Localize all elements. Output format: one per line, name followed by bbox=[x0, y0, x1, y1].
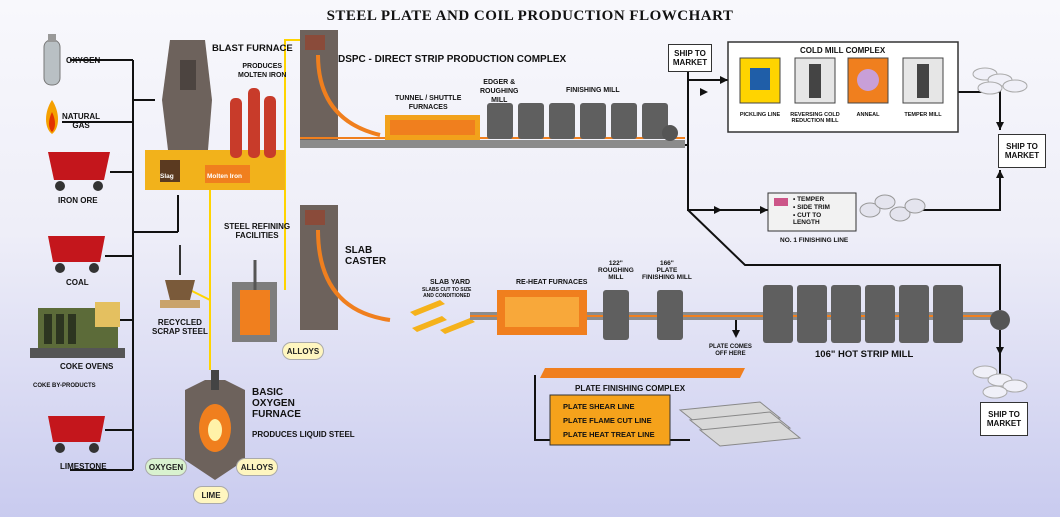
blast-furnace-title: BLAST FURNACE bbox=[212, 43, 293, 54]
scrap-crane bbox=[160, 245, 200, 308]
coke-ovens-label: COKE OVENS bbox=[60, 362, 114, 371]
anneal-label: ANNEAL bbox=[856, 112, 880, 118]
to-finishing-line bbox=[687, 145, 768, 211]
dspc-coiler bbox=[662, 125, 678, 141]
finishing-line-coils bbox=[859, 194, 926, 222]
bof-subtitle: PRODUCES LIQUID STEEL bbox=[252, 430, 355, 439]
limestone-label: LIMESTONE bbox=[60, 462, 107, 471]
ship-to-market-bottom: SHIP TO MARKET bbox=[980, 402, 1028, 436]
plate-comes-off-label: PLATE COMES OFF HERE bbox=[709, 344, 752, 357]
coal-railcar bbox=[48, 236, 105, 273]
roughing-122-label: 122" ROUGHING MILL bbox=[598, 260, 634, 281]
reheat-furnaces-label: RE-HEAT FURNACES bbox=[516, 279, 588, 286]
slab-yard-slabs bbox=[410, 300, 475, 334]
bof-oxygen-pill: OXYGEN bbox=[145, 458, 187, 476]
plate-finishing-166-label: 166" PLATE FINISHING MILL bbox=[642, 260, 692, 281]
finishing-cut-length: • CUT TO LENGTH bbox=[793, 212, 822, 226]
reheat-furnaces bbox=[497, 290, 587, 335]
dspc-to-cold-mill bbox=[687, 79, 728, 145]
scrap-label: RECYCLED SCRAP STEEL bbox=[152, 318, 208, 336]
hot-strip-mill-stands bbox=[763, 285, 963, 343]
finishing-line-icon bbox=[774, 198, 788, 206]
plate-stack bbox=[678, 401, 802, 447]
coke-byproducts-label: COKE BY-PRODUCTS bbox=[33, 383, 96, 389]
natural-gas-flame bbox=[46, 100, 58, 134]
bof-alloys-pill: ALLOYS bbox=[236, 458, 278, 476]
natural-gas-label: NATURAL GAS bbox=[62, 112, 101, 130]
edger-roughing-label: EDGER & ROUGHING MILL bbox=[480, 79, 519, 104]
finishing-side-trim: • SIDE TRIM bbox=[793, 204, 830, 211]
iron-ore-railcar bbox=[48, 152, 110, 191]
iron-ore-label: IRON ORE bbox=[58, 196, 98, 205]
blast-furnace-subtitle: PRODUCES MOLTEN IRON bbox=[238, 63, 287, 79]
scrap-feed bbox=[189, 289, 211, 301]
roughing-mill-stand bbox=[603, 290, 629, 340]
basic-oxygen-furnace bbox=[185, 370, 245, 480]
tunnel-furnaces-label: TUNNEL / SHUTTLE FURNACES bbox=[395, 95, 462, 111]
plate-heat-treat-line: PLATE HEAT TREAT LINE bbox=[563, 430, 655, 439]
finishing-temper: • TEMPER bbox=[793, 196, 825, 203]
arrow-to-coils bbox=[996, 347, 1004, 355]
dspc-runout-rail bbox=[300, 140, 685, 148]
plate-shear-line: PLATE SHEAR LINE bbox=[563, 402, 635, 411]
oxygen-label: OXYGEN bbox=[66, 56, 101, 65]
oxygen-tank bbox=[43, 34, 61, 86]
arrow-cold-mill-in bbox=[720, 76, 728, 84]
arrow-finishing-branch bbox=[714, 206, 722, 214]
reversing-cold-label: REVERSING COLD REDUCTION MILL bbox=[790, 112, 840, 124]
arrow-ship-right-up bbox=[996, 170, 1004, 178]
cold-mill-title: COLD MILL COMPLEX bbox=[800, 46, 886, 55]
blast-furnace bbox=[145, 40, 285, 190]
pickling-line-label: PICKLING LINE bbox=[739, 112, 781, 118]
slab-yard-title: SLAB YARD bbox=[430, 279, 471, 286]
dspc-title: DSPC - DIRECT STRIP PRODUCTION COMPLEX bbox=[338, 54, 567, 65]
plate-complex-title: PLATE FINISHING COMPLEX bbox=[575, 384, 686, 393]
bof-title: BASIC OXYGEN FURNACE bbox=[252, 387, 301, 420]
tunnel-furnaces bbox=[385, 115, 480, 140]
slab-caster-label: SLAB CASTER bbox=[345, 245, 387, 267]
hot-strip-coiler bbox=[990, 310, 1010, 330]
ship-to-market-right: SHIP TO MARKET bbox=[998, 134, 1046, 168]
slab-yard-subtitle: SLABS CUT TO SIZE AND CONDITIONED bbox=[422, 287, 472, 299]
ship-to-market-top: SHIP TO MARKET bbox=[668, 44, 712, 72]
temper-mill-label: TEMPER MILL bbox=[904, 112, 942, 118]
dspc-caster bbox=[300, 30, 381, 145]
finishing-line-title: NO. 1 FINISHING LINE bbox=[780, 237, 849, 244]
slag-label: Slag bbox=[160, 173, 174, 180]
cold-mill-icons bbox=[739, 57, 944, 104]
arrow-plate-comes-off bbox=[732, 330, 740, 338]
dspc-mill-stands bbox=[487, 103, 668, 139]
cold-mill-to-ship bbox=[958, 91, 1001, 130]
coal-label: COAL bbox=[66, 278, 89, 287]
bof-lime-pill: LIME bbox=[193, 486, 229, 504]
finishing-mill-label: FINISHING MILL bbox=[566, 87, 620, 94]
coil-stack-bottom bbox=[972, 365, 1028, 399]
slab-caster bbox=[300, 205, 391, 330]
coke-ovens-building bbox=[30, 302, 125, 358]
refining-alloys-pill: ALLOYS bbox=[282, 342, 324, 360]
arrow-ship-right bbox=[996, 122, 1004, 130]
hot-strip-mill-label: 106" HOT STRIP MILL bbox=[815, 349, 914, 360]
refining-vessel bbox=[232, 260, 277, 342]
limestone-railcar bbox=[48, 416, 105, 453]
plate-finishing-complex-box bbox=[549, 394, 671, 446]
plate-complex-feed bbox=[534, 375, 555, 441]
refining-title: STEEL REFINING FACILITIES bbox=[224, 222, 291, 240]
plate-finishing-mill-stand bbox=[657, 290, 683, 340]
page-title: STEEL PLATE AND COIL PRODUCTION FLOWCHAR… bbox=[326, 8, 734, 24]
coil-stack-top bbox=[972, 67, 1028, 95]
hot-strip-return-line bbox=[687, 209, 1001, 310]
plate-cooling-bed bbox=[540, 368, 745, 378]
molten-iron-label: Molten Iron bbox=[207, 173, 243, 180]
plate-flame-cut-line: PLATE FLAME CUT LINE bbox=[563, 416, 652, 425]
arrow-dspc-branch bbox=[700, 88, 708, 96]
refining-to-dspc-feed bbox=[284, 39, 300, 290]
arrow-finishing-in bbox=[760, 206, 768, 214]
finishing-line-to-ship bbox=[915, 170, 1001, 211]
